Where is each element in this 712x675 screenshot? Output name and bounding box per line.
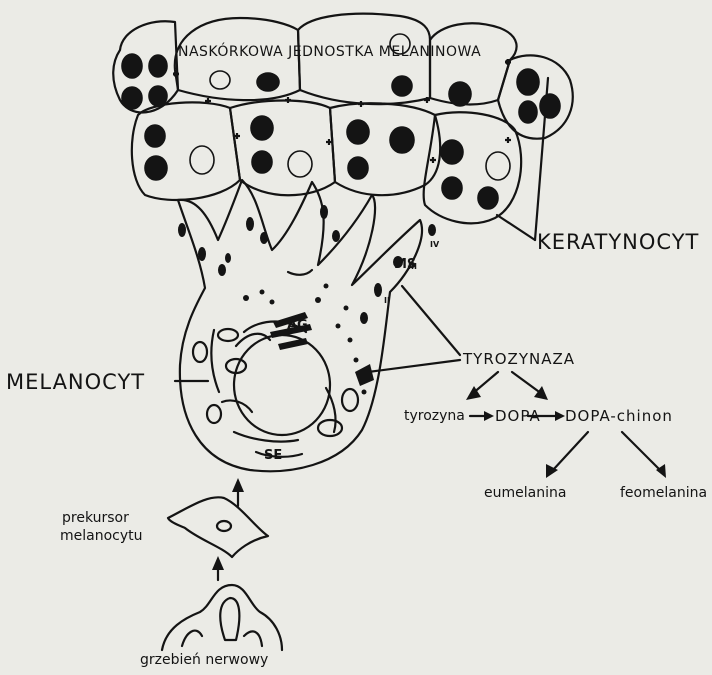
dopa-label: DOPA <box>495 407 541 425</box>
neural-crest-label: grzebień nerwowy <box>140 652 268 668</box>
keratinocyte-cell <box>230 101 335 196</box>
arrow-to-pheomelanin <box>622 432 660 470</box>
dopaquinone-label: DOPA-chinon <box>565 407 673 425</box>
stage-iii-label: III <box>408 262 417 271</box>
keratinocyte-cell <box>498 55 573 138</box>
precursor-label: prekursor <box>62 510 129 526</box>
stage-iv-label: IV <box>430 240 439 249</box>
tyrosinase-label: TYROZYNAZA <box>463 350 575 368</box>
arrow-tyrosinase-right <box>512 372 542 394</box>
pheomelanin-label: feomelanina <box>620 485 707 501</box>
keratinocyte-label: KERATYNOCYT <box>537 230 699 254</box>
arrow-to-eumelanin <box>553 432 588 470</box>
stage-ii-label: II <box>384 296 390 305</box>
neural-crest <box>162 585 282 650</box>
ag-label: AG <box>287 318 308 333</box>
precursor-label-line2: melanocytu <box>60 528 143 544</box>
eumelanin-label: eumelanina <box>484 485 566 501</box>
melanocyte-nucleus <box>234 335 330 435</box>
unit-title: NASKÓRKOWA JEDNOSTKA MELANINOWA <box>178 44 481 60</box>
keratinocyte-cell <box>132 102 240 200</box>
tyrosinase-pointer <box>402 286 460 355</box>
tyrosine-label: tyrozyna <box>404 408 465 424</box>
se-label: SE <box>264 448 282 463</box>
melanocyte-label: MELANOCYT <box>6 370 145 394</box>
keratinocyte-cell <box>430 23 517 104</box>
